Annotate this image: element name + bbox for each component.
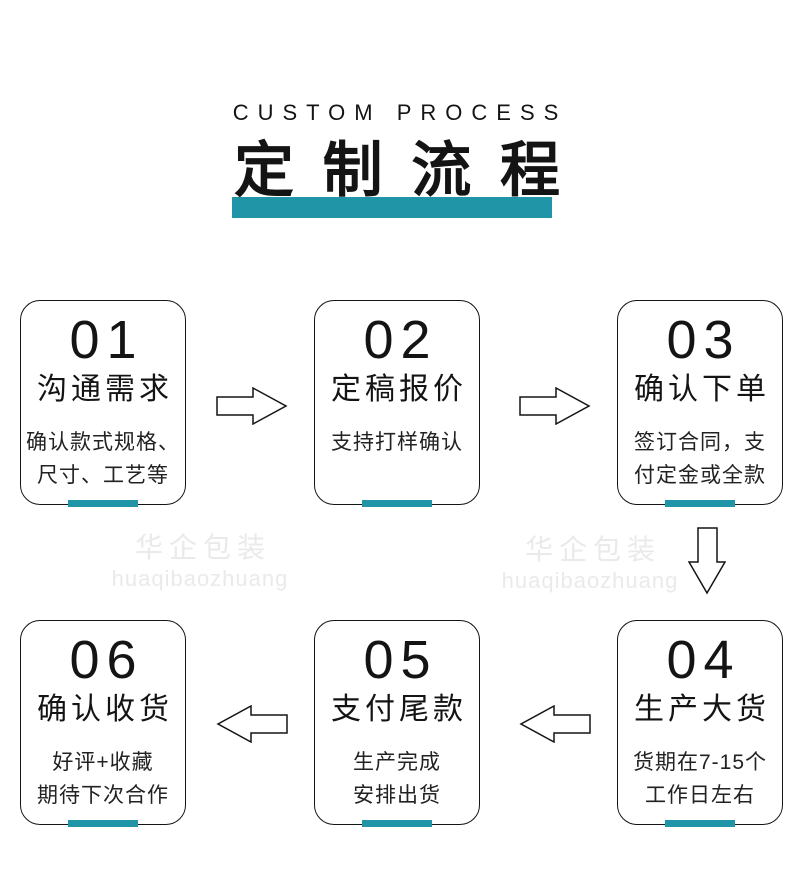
step-number: 03	[666, 310, 741, 370]
step-number: 05	[363, 630, 438, 690]
step-number: 04	[666, 630, 741, 690]
card-accent-bar	[362, 820, 432, 827]
arrow-right-icon	[216, 387, 288, 425]
watermark-pinyin: huaqibaozhuang	[501, 568, 679, 593]
arrow-left-icon	[216, 705, 288, 743]
step-title: 支付尾款	[331, 693, 467, 726]
step-card-01: 01 沟通需求 确认款式规格、 尺寸、工艺等	[20, 300, 186, 507]
step-title: 确认收货	[37, 693, 173, 726]
header-english-subtitle: CUSTOM PROCESS	[232, 100, 568, 125]
step-card-04: 04 生产大货 货期在7-15个 工作日左右	[617, 620, 783, 827]
step-description: 生产完成 安排出货	[353, 751, 441, 807]
step-title: 确认下单	[634, 373, 770, 406]
step-title: 定稿报价	[331, 373, 467, 406]
watermark-right: 华企包装 huaqibaozhuang	[500, 534, 680, 594]
card-accent-bar	[68, 820, 138, 827]
step-card-06: 06 确认收货 好评+收藏 期待下次合作	[20, 620, 186, 827]
step-description: 好评+收藏 期待下次合作	[37, 751, 169, 807]
step-card-05: 05 支付尾款 生产完成 安排出货	[314, 620, 480, 827]
card-accent-bar	[362, 500, 432, 507]
watermark-chinese: 华企包装	[524, 534, 661, 565]
card-accent-bar	[665, 820, 735, 827]
watermark-left: 华企包装 huaqibaozhuang	[110, 532, 290, 592]
step-description: 确认款式规格、 尺寸、工艺等	[26, 431, 180, 487]
card-accent-bar	[665, 500, 735, 507]
step-number: 02	[363, 310, 438, 370]
step-card-03: 03 确认下单 签订合同，支 付定金或全款	[617, 300, 783, 507]
step-description: 签订合同，支 付定金或全款	[634, 431, 766, 487]
title-underline-bar	[232, 197, 552, 218]
header-title-block: 定 制 流 程	[0, 138, 800, 218]
step-description: 支持打样确认	[331, 431, 463, 454]
page-title: 定 制 流 程	[233, 137, 566, 204]
step-number: 06	[69, 630, 144, 690]
step-card-02: 02 定稿报价 支持打样确认	[314, 300, 480, 507]
arrow-right-icon	[519, 387, 591, 425]
step-title: 沟通需求	[37, 373, 173, 406]
arrow-down-icon	[688, 527, 726, 595]
arrow-left-icon	[519, 705, 591, 743]
step-title: 生产大货	[634, 693, 770, 726]
watermark-pinyin: huaqibaozhuang	[111, 566, 289, 591]
card-accent-bar	[68, 500, 138, 507]
watermark-chinese: 华企包装	[134, 532, 271, 563]
step-description: 货期在7-15个 工作日左右	[632, 751, 768, 807]
step-number: 01	[69, 310, 144, 370]
